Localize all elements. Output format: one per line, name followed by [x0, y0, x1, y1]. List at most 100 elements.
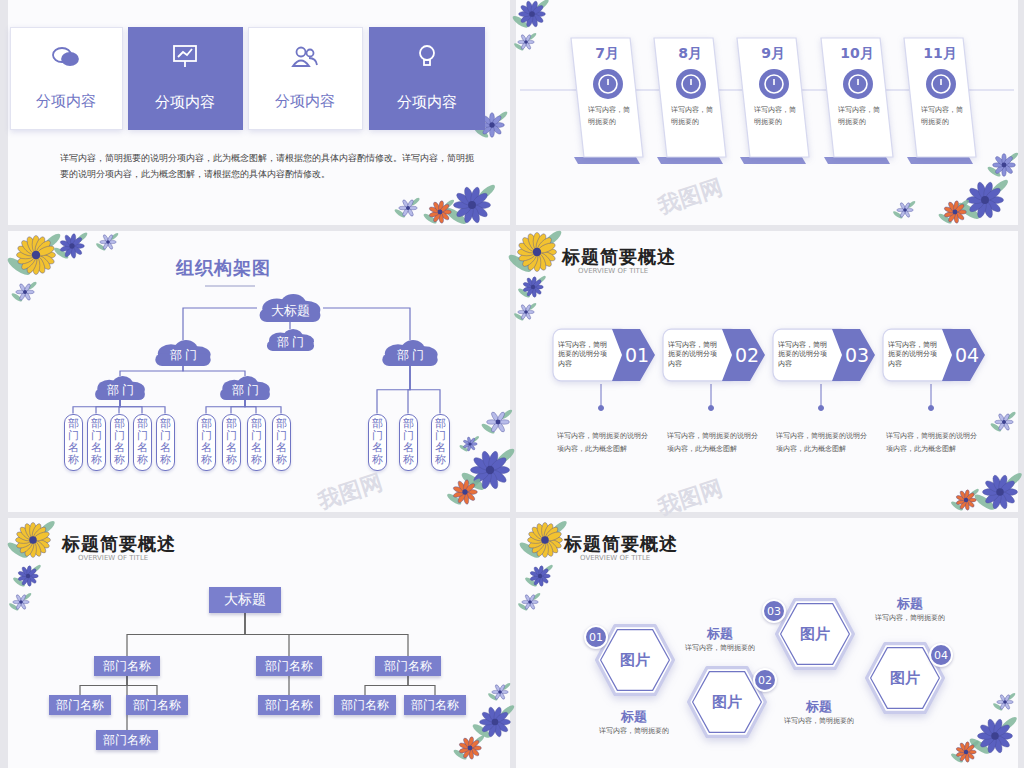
step-number: 04 [950, 344, 984, 366]
card-bar [740, 157, 806, 164]
dept-pill: 部门名称 [399, 414, 418, 471]
line-shape [184, 61, 186, 67]
watermark: 我图网 [298, 463, 402, 521]
paragraph: 详写内容，简明扼要的说明分项内容，此为概念图解，请根据您的具体内容酌情修改。详写… [60, 151, 480, 183]
title-underline [205, 285, 255, 287]
org-connector [127, 613, 245, 656]
hexagon-inner [781, 604, 850, 665]
card-outline [821, 38, 893, 157]
cloud-node: 部门 [218, 376, 272, 400]
card-outline [737, 38, 809, 157]
flower-center [531, 285, 535, 289]
item-heading: 标题 [690, 626, 750, 643]
panel [516, 518, 1018, 768]
icon-disc [926, 69, 956, 99]
step-number: 03 [840, 344, 874, 366]
hexagon-inner [601, 630, 670, 691]
vertical-label: 部门名称 [226, 418, 237, 466]
arrow-chevron [942, 329, 985, 381]
step-arrow: 详写内容，简明扼要的说明分项内容 03 [772, 328, 876, 382]
step-number: 02 [730, 344, 764, 366]
panel [8, 0, 510, 225]
month-title: 11月 [923, 45, 956, 63]
step-body: 详写内容，简明扼要的说明分项内容 [778, 341, 832, 369]
org-connector [289, 322, 290, 329]
hexagon-outer [597, 626, 674, 695]
dept-pill: 部门名称 [222, 414, 241, 471]
flower-center [533, 248, 541, 256]
org-connector [80, 676, 127, 695]
dept-pill: 部门名称 [110, 414, 129, 471]
flower-center [903, 208, 907, 212]
flower-center [19, 600, 23, 604]
org-box: 部门名称 [334, 695, 396, 715]
step-body: 详写内容，简明扼要的说明分项内容 [668, 341, 722, 369]
org-connector [410, 366, 440, 414]
cloud-node: 部门 [93, 376, 147, 400]
flower-center [492, 719, 499, 726]
flower-center [106, 240, 110, 244]
step-arrow: 详写内容，简明扼要的说明分项内容 04 [882, 328, 986, 382]
month-title: 7月 [595, 45, 619, 63]
month-icon [758, 68, 790, 100]
picture-label: 图片 [620, 651, 650, 670]
rect-shape [424, 60, 430, 65]
flower-center [529, 11, 535, 17]
cloud-node: 大标题 [257, 294, 323, 322]
item-title: 分项内容 [155, 93, 215, 112]
dept-pill: 部门名称 [431, 414, 450, 471]
org-connector [96, 400, 120, 414]
slide-title: 标题简要概述 [62, 532, 222, 555]
org-connector [73, 400, 120, 414]
item-title: 分项内容 [397, 93, 457, 112]
step-body: 详写内容，简明扼要的说明分项内容 [888, 341, 942, 369]
dept-pill: 部门名称 [156, 414, 175, 471]
hexagon-inner [693, 672, 762, 733]
month-title: 9月 [761, 45, 785, 63]
ellipse-shape [62, 53, 78, 65]
card-body: 详写内容，简明扼要的 [671, 104, 715, 129]
leader-dot [819, 406, 824, 411]
card-outline [571, 38, 643, 157]
item-heading: 标题 [604, 709, 664, 726]
cloud-label: 部门 [394, 347, 427, 364]
org-label: 部门名称 [265, 697, 313, 714]
circle-shape [307, 49, 314, 56]
vertical-label: 部门名称 [160, 418, 171, 466]
flower-center [524, 310, 528, 314]
flower-center [964, 498, 968, 502]
month-card: 8月详写内容，简明扼要的 [654, 38, 726, 157]
description: 详写内容，简明扼要的说明分项内容，此为概念图解 [776, 430, 872, 457]
icon-disc [759, 69, 789, 99]
card-bars [574, 157, 973, 164]
flower-center [462, 489, 467, 494]
org-label: 部门名称 [133, 697, 181, 714]
flower-center [524, 40, 528, 44]
number-label: 03 [767, 605, 781, 618]
hexagon-outer [777, 600, 854, 669]
panel [8, 231, 510, 512]
icon-ring [599, 75, 617, 93]
leader-line [711, 384, 712, 405]
flower-center [528, 600, 532, 604]
cloud-label: 部门 [274, 334, 307, 351]
vertical-label: 部门名称 [276, 418, 287, 466]
subtitle: OVERVIEW OF TITLE [578, 267, 718, 276]
leader-line [821, 384, 822, 405]
flower-center [26, 574, 30, 578]
item-box: 分项内容 [128, 27, 243, 130]
flower-center [541, 536, 548, 543]
watermark: 我图网 [638, 469, 742, 527]
arrow-chevron [722, 329, 765, 381]
item-icon [412, 43, 442, 69]
org-box: 部门名称 [258, 695, 320, 715]
vertical-label: 部门名称 [251, 418, 262, 466]
org-connector [183, 366, 245, 376]
icon-ring [932, 75, 950, 93]
card-bar [657, 157, 723, 164]
dept-pill: 部门名称 [64, 414, 83, 471]
item-icon [170, 43, 200, 69]
watermark: 我图网 [638, 168, 742, 226]
card-outline [904, 38, 976, 157]
